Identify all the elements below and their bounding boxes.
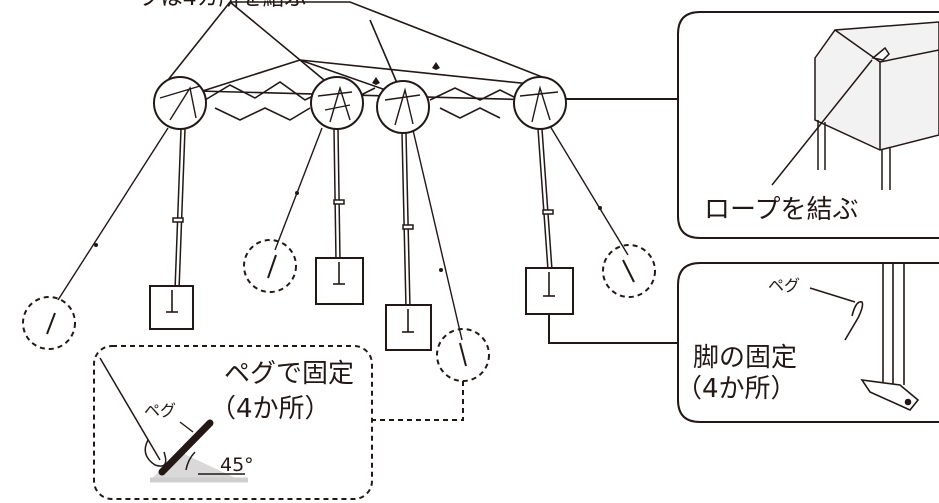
callout-connectors <box>548 98 680 344</box>
rope-tie-label: ロープを結ぶ <box>704 195 859 225</box>
maple-leaf-logo <box>372 62 440 85</box>
stake-fix-count: （4か所） <box>210 394 331 424</box>
guy-ropes <box>57 125 629 341</box>
tent-legs <box>174 128 553 309</box>
top-caption: ープは4カ所を結ぶ <box>118 0 307 11</box>
leg-base-boxes <box>149 257 574 351</box>
leg-fix-count: （4か所） <box>676 374 797 404</box>
leg-detail-illustration <box>809 263 920 411</box>
leg-peg-label: ペグ <box>768 276 801 295</box>
stake-callout-panel <box>93 345 373 500</box>
leg-fix-title: 脚の固定 <box>693 343 798 373</box>
stake-fix-title: ペグで固定 <box>224 359 355 389</box>
stake-peg-label: ペグ <box>144 401 177 420</box>
stake-detail-illustration <box>99 357 248 483</box>
rope-detail-illustration <box>771 21 939 190</box>
stake-connector <box>372 381 464 421</box>
angle-label: 45° <box>220 454 254 476</box>
